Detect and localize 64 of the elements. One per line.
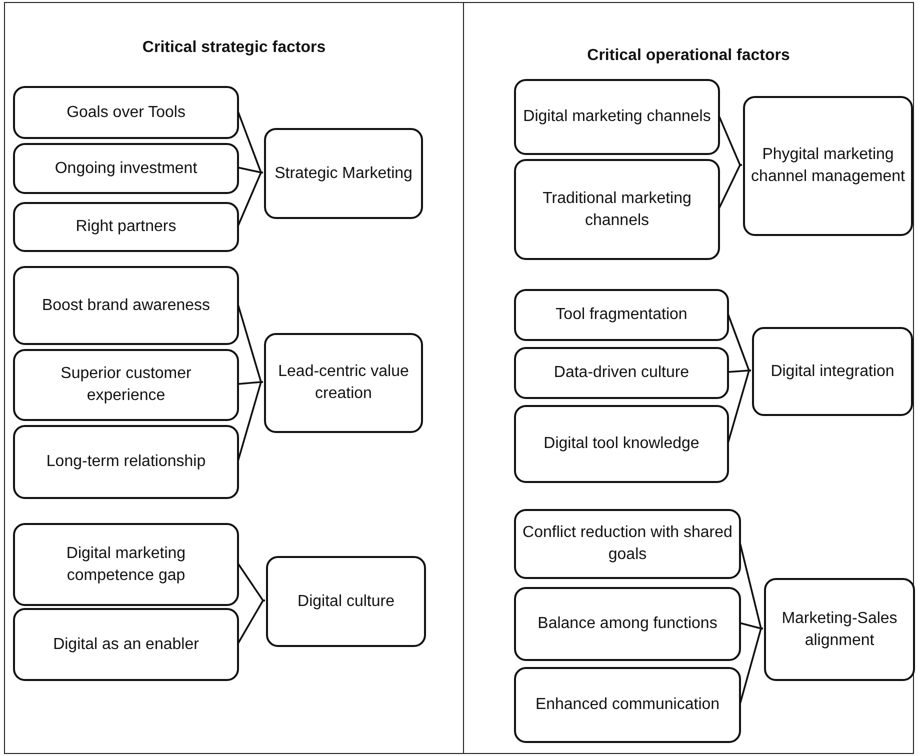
connector-line bbox=[728, 370, 751, 373]
factor-box bbox=[13, 143, 239, 194]
factor-label: Balance among functions bbox=[538, 614, 718, 634]
factor-box bbox=[264, 128, 423, 219]
factor-box bbox=[266, 556, 426, 647]
factor-box bbox=[514, 79, 720, 155]
factor-box bbox=[514, 509, 741, 579]
factor-box bbox=[13, 523, 239, 606]
factor-label: Right partners bbox=[76, 217, 176, 237]
factor-label: Strategic Marketing bbox=[274, 164, 412, 184]
factor-label: Digital marketing channels bbox=[523, 107, 711, 127]
connector-line bbox=[739, 542, 763, 630]
factor-label: Phygital marketing channel management bbox=[751, 145, 905, 187]
connector-line bbox=[727, 314, 751, 372]
factor-box bbox=[764, 578, 915, 681]
factor-label: Lead-centric value creation bbox=[277, 362, 410, 404]
factor-box bbox=[743, 96, 913, 236]
factor-label: Digital culture bbox=[298, 592, 394, 612]
connector-line bbox=[718, 164, 742, 209]
factor-box bbox=[514, 159, 720, 260]
factor-label: Ongoing investment bbox=[54, 158, 198, 178]
factor-box bbox=[514, 289, 729, 341]
column-heading: Critical strategic factors bbox=[141, 39, 327, 57]
factor-label: Goals over Tools bbox=[66, 102, 186, 122]
factor-label: Digital integration bbox=[770, 362, 894, 382]
factor-label: Long-term relationship bbox=[46, 452, 206, 472]
connector-line bbox=[237, 304, 263, 383]
column-heading: Critical operational factors bbox=[586, 47, 791, 65]
factor-box bbox=[752, 327, 913, 416]
factor-label: Data-driven culture bbox=[554, 363, 690, 383]
connector-line bbox=[739, 628, 763, 704]
connector-line bbox=[727, 370, 751, 444]
factor-box bbox=[13, 608, 239, 681]
connector-line bbox=[718, 116, 742, 166]
connector-line bbox=[237, 111, 263, 174]
factor-label: Marketing-Sales alignment bbox=[780, 608, 898, 650]
panel bbox=[463, 2, 914, 754]
factor-box bbox=[13, 202, 239, 252]
factor-box bbox=[13, 266, 239, 345]
factor-box bbox=[264, 333, 423, 433]
factor-label: Enhanced communication bbox=[535, 695, 720, 715]
factor-label: Boost brand awareness bbox=[42, 296, 210, 316]
factor-label: Digital as an enabler bbox=[53, 634, 199, 654]
panel bbox=[4, 2, 464, 754]
factor-box bbox=[13, 86, 239, 139]
connector-line bbox=[237, 600, 265, 644]
factor-box bbox=[514, 405, 729, 483]
connector-line bbox=[238, 166, 263, 174]
factor-label: Conflict reduction with shared goals bbox=[522, 523, 733, 565]
factor-label: Traditional marketing channels bbox=[542, 188, 692, 230]
connector-line bbox=[740, 622, 763, 630]
factor-box bbox=[13, 425, 239, 499]
factor-box bbox=[514, 587, 741, 661]
factor-box bbox=[514, 667, 741, 743]
connector-line bbox=[238, 381, 263, 385]
factor-label: Digital marketing competence gap bbox=[65, 544, 187, 586]
connector-line bbox=[237, 172, 263, 226]
factor-label: Tool fragmentation bbox=[556, 305, 688, 325]
factor-label: Superior customer experience bbox=[60, 364, 192, 406]
connector-line bbox=[237, 563, 265, 602]
factor-label: Digital tool knowledge bbox=[544, 434, 700, 454]
connector-line bbox=[237, 381, 263, 462]
factor-box bbox=[514, 347, 729, 399]
factor-box bbox=[13, 349, 239, 421]
